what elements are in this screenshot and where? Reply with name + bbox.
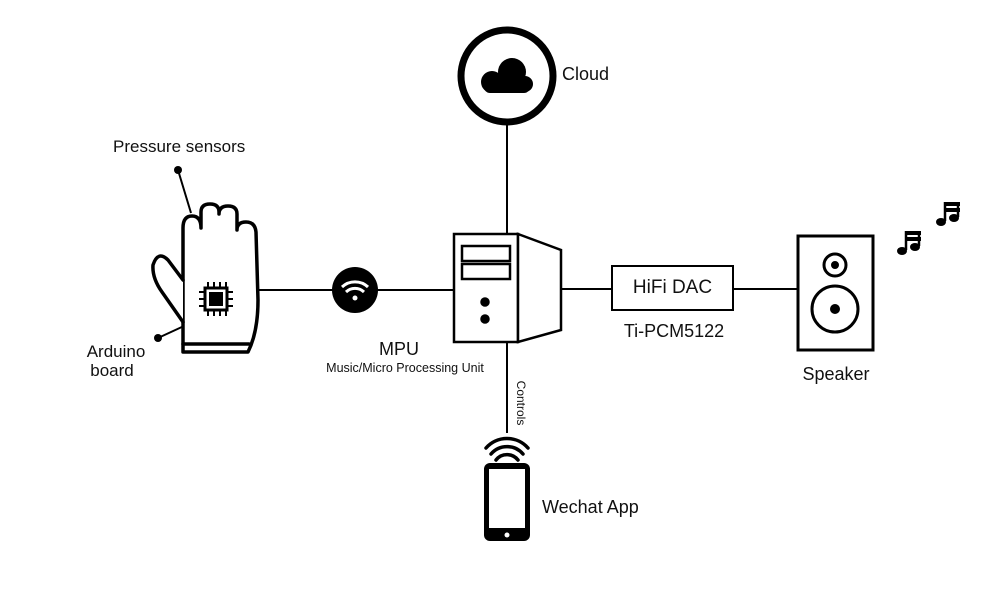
music-note-icon bbox=[936, 202, 960, 226]
music-note-icon bbox=[897, 231, 921, 255]
speaker-icon bbox=[796, 234, 875, 352]
computer-tower-icon bbox=[452, 232, 563, 344]
connections bbox=[157, 124, 798, 433]
chip-icon bbox=[199, 282, 233, 316]
mpu-title: MPU bbox=[379, 339, 419, 359]
arduino-label-line1: Arduino bbox=[86, 342, 146, 361]
glove-icon bbox=[151, 202, 260, 354]
smartphone-icon bbox=[484, 463, 530, 541]
controls-label: Controls bbox=[514, 380, 528, 426]
mpu-subtitle: Music/Micro Processing Unit bbox=[326, 361, 484, 375]
dac-label: HiFi DAC bbox=[632, 277, 713, 298]
arduino-label-line2: board bbox=[90, 361, 134, 380]
cloud-node bbox=[457, 26, 557, 126]
cloud-icon bbox=[481, 58, 533, 93]
app-label: Wechat App bbox=[542, 497, 639, 517]
pressure-sensor-pointer-dot bbox=[174, 166, 182, 174]
cloud-label: Cloud bbox=[562, 64, 610, 84]
speaker-label: Speaker bbox=[802, 364, 870, 384]
pressure-sensor-pointer bbox=[177, 169, 192, 214]
arduino-pointer-dot bbox=[154, 334, 162, 342]
dac-box: HiFi DAC bbox=[611, 265, 734, 311]
dac-chip-label: Ti-PCM5122 bbox=[623, 321, 725, 341]
signal-icon bbox=[484, 436, 530, 462]
wifi-icon bbox=[332, 267, 378, 313]
pressure-sensors-label: Pressure sensors bbox=[113, 137, 246, 156]
